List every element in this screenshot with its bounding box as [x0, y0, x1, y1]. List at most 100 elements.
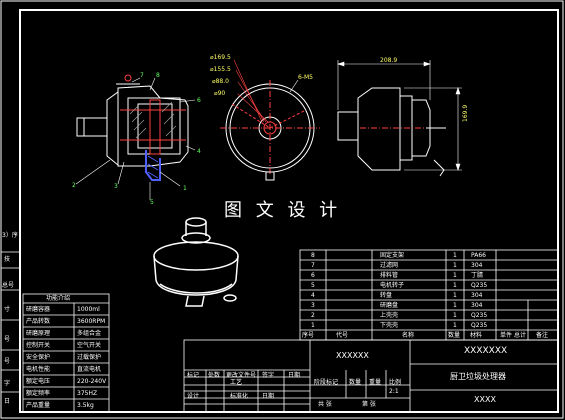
- section-label-8: 8: [156, 72, 160, 79]
- tb-stage-2: 重量: [369, 379, 382, 386]
- title-code-right: XXXXXXX: [464, 346, 508, 356]
- left-margin-7: 日: [4, 398, 11, 405]
- part-4-no: 4: [311, 292, 315, 299]
- part-6-name: 上壳壳: [380, 312, 399, 319]
- tb-row1-3: 签字: [262, 372, 275, 379]
- dim-holes: 6-M5: [298, 74, 313, 81]
- left-margin-2: 总号: [2, 282, 15, 289]
- spec-row-7-value: 375HZ: [77, 390, 98, 397]
- spec-row-3-label: 控制开关: [26, 342, 51, 349]
- spec-row-8-label: 产品重量: [26, 402, 51, 409]
- tb-page-1: 第 张: [362, 401, 376, 408]
- front-view-leaders: [233, 59, 299, 123]
- tb-row3-0: 工艺: [230, 379, 243, 386]
- spec-row-6-label: 额定电压: [26, 378, 51, 385]
- part-3-qty: 1: [453, 282, 457, 289]
- part-2-no: 6: [311, 272, 315, 279]
- section-label-2: 2: [72, 182, 76, 189]
- part-2-mat: 丁腈: [471, 272, 484, 279]
- part-0-mat: PA66: [471, 252, 486, 259]
- part-7-qty: 1: [453, 322, 457, 329]
- spec-row-4-label: 安全保护: [26, 354, 51, 361]
- spec-table-grid: [22, 293, 110, 413]
- tb-row1-1: 处数: [208, 372, 221, 379]
- left-margin-6: 字: [4, 380, 11, 387]
- left-margin-0: 3）序: [2, 232, 18, 239]
- spec-row-6-value: 220-240V: [77, 378, 107, 385]
- tb-stage-3: 比例: [389, 379, 402, 386]
- dim-width: 208.9: [380, 57, 398, 64]
- title-product-name: 厨卫垃圾处理器: [450, 372, 506, 381]
- part-1-mat: 304: [471, 262, 483, 269]
- spec-row-2-value: 多组合金: [77, 330, 102, 337]
- left-margin-3: 寸: [4, 306, 11, 313]
- title-code-left: XXXXXX: [336, 351, 369, 360]
- dim-d1: ⌀169.5: [210, 54, 231, 61]
- part-5-qty: 1: [453, 302, 457, 309]
- spec-row-3-value: 空气开关: [77, 342, 102, 349]
- section-label-6: 6: [197, 97, 201, 104]
- section-label-7: 7: [140, 72, 144, 79]
- watermark-text: 图 文 设 计: [224, 200, 342, 221]
- spec-row-0-label: 研磨容器: [26, 306, 51, 313]
- parts-header-no: 序号: [302, 332, 315, 339]
- dim-d2: ⌀155.5: [210, 66, 231, 73]
- spec-row-0-value: 1000ml: [77, 306, 100, 313]
- part-4-name: 转盘: [380, 292, 393, 299]
- spec-table-title: 功能介绍: [46, 295, 71, 302]
- dim-height: 169.9: [462, 104, 469, 122]
- tb-row1-0: 标记: [187, 372, 200, 379]
- part-4-mat: 304: [471, 292, 483, 299]
- tb-stage-0: 阶段标记: [314, 379, 339, 386]
- parts-header-total: 总计: [514, 332, 527, 339]
- tb-page-0: 共 张: [318, 401, 332, 408]
- spec-row-1-value: 3600RPM: [77, 318, 106, 325]
- part-2-name: 排料管: [380, 272, 399, 279]
- parts-header-unit: 单件: [500, 332, 513, 339]
- section-leaders: [75, 77, 196, 200]
- parts-list-grid: [299, 249, 559, 341]
- section-label-5: 5: [150, 199, 154, 206]
- part-3-no: 5: [311, 282, 315, 289]
- part-0-no: 8: [311, 252, 315, 259]
- spec-row-1-label: 产品转数: [26, 318, 51, 325]
- side-view: [337, 87, 446, 177]
- section-view: [76, 74, 189, 181]
- part-3-name: 电机转子: [380, 282, 405, 289]
- isometric-view: [153, 217, 239, 307]
- tb-row2-0: 设计: [187, 393, 200, 400]
- part-6-qty: 1: [453, 312, 457, 319]
- spec-row-8-value: 3.5kg: [77, 402, 94, 409]
- tb-row1-2: 更改文件号: [226, 372, 257, 379]
- side-view-dimensions: [337, 60, 462, 171]
- part-1-qty: 1: [453, 262, 457, 269]
- left-margin-grid: [1, 251, 20, 393]
- part-2-qty: 1: [453, 272, 457, 279]
- part-1-name: 过滤网: [380, 262, 399, 269]
- tb-scale: 2:1: [389, 388, 399, 395]
- part-6-no: 2: [311, 312, 315, 319]
- section-label-3: 3: [114, 183, 118, 190]
- dim-d3: ⌀88.0: [212, 78, 229, 85]
- title-block-grid: [183, 339, 559, 413]
- part-0-name: 固定支架: [380, 252, 405, 259]
- spec-row-5-value: 直流电机: [77, 366, 102, 373]
- parts-header-code: 代号: [336, 332, 349, 339]
- parts-header-name: 名称: [402, 332, 415, 339]
- part-7-no: 1: [311, 322, 315, 329]
- parts-header-remark: 备注: [536, 332, 549, 339]
- section-label-1: 1: [183, 185, 187, 192]
- part-4-qty: 1: [453, 292, 457, 299]
- spec-row-5-label: 电机性能: [26, 366, 51, 373]
- left-margin-5: 号: [4, 358, 11, 365]
- section-label-4: 4: [197, 148, 201, 155]
- part-0-qty: 1: [453, 252, 457, 259]
- title-bottom-code: XXXX: [474, 395, 496, 404]
- parts-header-material: 材料: [470, 332, 483, 339]
- tb-row3-2: 日期: [262, 393, 275, 400]
- tb-stage-1: 数量: [349, 379, 362, 386]
- part-6-mat: Q235: [471, 312, 488, 319]
